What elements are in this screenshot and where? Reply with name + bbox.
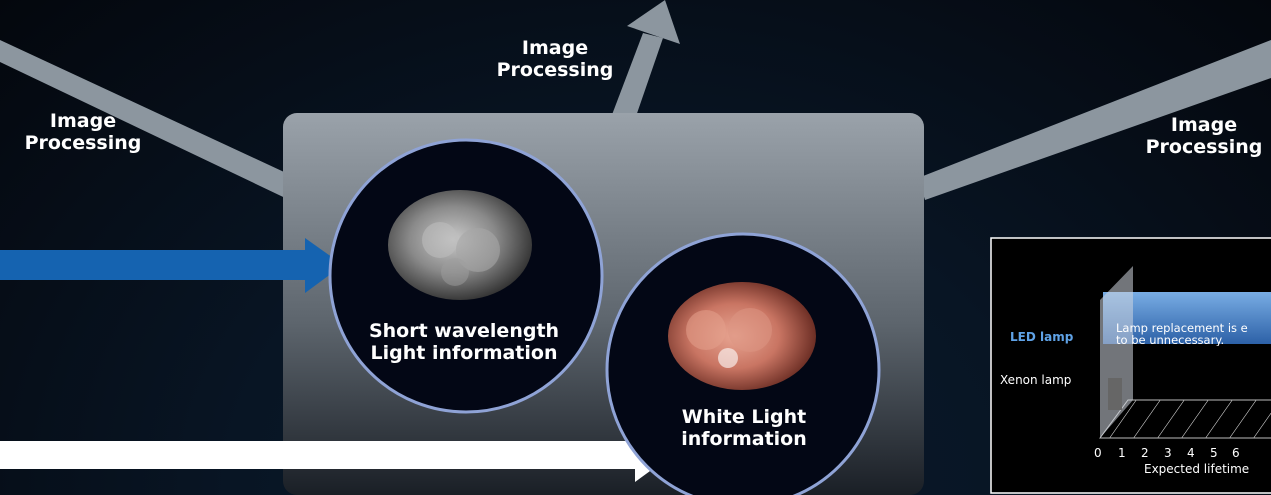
tick-label: 4 xyxy=(1187,446,1195,460)
xenon-lamp-label: Xenon lamp xyxy=(1000,373,1071,387)
image-processing-top-label: Image Processing xyxy=(492,37,618,81)
note-line: to be unnecessary. xyxy=(1116,334,1271,346)
white-arrow-shaft xyxy=(0,441,640,469)
tick-label: 5 xyxy=(1210,446,1218,460)
caption-line: White Light xyxy=(642,406,846,428)
label-line: Processing xyxy=(20,132,146,154)
tick-label: 0 xyxy=(1094,446,1102,460)
tick-label: 6 xyxy=(1232,446,1240,460)
tick-label: 2 xyxy=(1141,446,1149,460)
caption-line: Short wavelength xyxy=(351,320,577,342)
xenon-bar xyxy=(1108,378,1122,410)
caption-line: Light information xyxy=(351,342,577,364)
short-wavelength-caption: Short wavelength Light information xyxy=(351,320,577,364)
label-line: Processing xyxy=(492,59,618,81)
label-line: Image xyxy=(1141,114,1267,136)
tick-label: 1 xyxy=(1118,446,1126,460)
blue-arrow-shaft xyxy=(0,250,312,280)
led-note: Lamp replacement is e to be unnecessary. xyxy=(1116,322,1271,346)
caption-line: information xyxy=(642,428,846,450)
tick-label: 3 xyxy=(1164,446,1172,460)
label-line: Image xyxy=(20,110,146,132)
image-processing-right-label: Image Processing xyxy=(1141,114,1267,158)
x-axis-label: Expected lifetime xyxy=(1144,462,1249,476)
label-line: Processing xyxy=(1141,136,1267,158)
image-processing-left-label: Image Processing xyxy=(20,110,146,154)
led-lamp-label: LED lamp xyxy=(1010,330,1073,344)
label-line: Image xyxy=(492,37,618,59)
white-light-caption: White Light information xyxy=(642,406,846,450)
